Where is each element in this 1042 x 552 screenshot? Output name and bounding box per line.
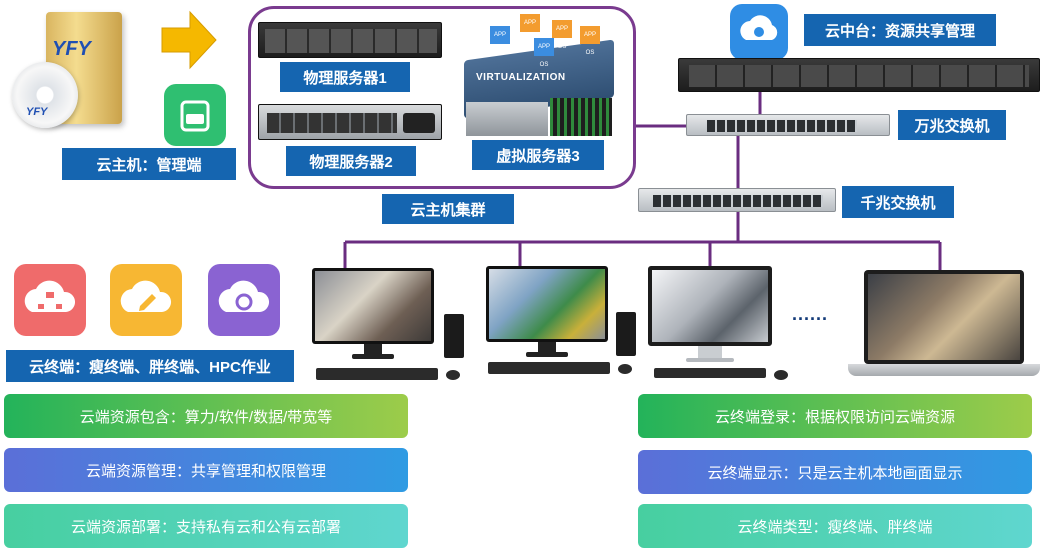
monitor-icon (312, 268, 472, 386)
vm-chip: APP OS (520, 14, 540, 44)
right-bar-login: 云终端登录：根据权限访问云端资源 (638, 394, 1032, 438)
physical-server-1-label: 物理服务器1 (280, 62, 410, 92)
right-bar-display: 云终端显示：只是云主机本地画面显示 (638, 450, 1032, 494)
cloud-middle-platform-label: 云中台：资源共享管理 (804, 14, 996, 46)
ten-gigabit-switch-label: 万兆交换机 (898, 110, 1006, 140)
virtual-server-image: VIRTUALIZATION APP OS APP OS APP OS APP … (460, 10, 620, 138)
gigabit-switch-label: 千兆交换机 (842, 186, 954, 218)
network-cloud-icon (14, 264, 86, 336)
software-box-icon: YFY YFY (12, 10, 124, 130)
cloud-platform-icon (730, 4, 788, 60)
disc-logo: YFY (26, 106, 48, 118)
cloud-terminals-label: 云终端：瘦终端、胖终端、HPC作业 (6, 350, 294, 382)
physical-server-1-image (258, 22, 442, 58)
laptop-icon (848, 270, 1040, 382)
cloud-host-cluster-box (248, 6, 636, 189)
left-bar-resources: 云端资源包含：算力/软件/数据/带宽等 (4, 394, 408, 438)
ten-gigabit-switch-image (686, 114, 890, 136)
vm-chip: APP OS (580, 26, 600, 56)
cloud-host-cluster-label: 云主机集群 (382, 194, 514, 224)
right-bar-type: 云终端类型：瘦终端、胖终端 (638, 504, 1032, 548)
gigabit-switch-image (638, 188, 836, 212)
virtual-server-3-label: 虚拟服务器3 (472, 140, 604, 170)
lock-app-icon (164, 84, 226, 146)
left-bar-management: 云端资源管理：共享管理和权限管理 (4, 448, 408, 492)
sync-cloud-icon (208, 264, 280, 336)
cloud-host-admin-label: 云主机：管理端 (62, 148, 236, 180)
vm-chip: APP OS (534, 38, 554, 68)
monitor-icon (648, 266, 798, 384)
platform-server-image (678, 58, 1040, 92)
left-bar-deployment: 云端资源部署：支持私有云和公有云部署 (4, 504, 408, 548)
product-logo: YFY (52, 38, 91, 60)
physical-server-2-image (258, 104, 442, 140)
vm-chip: APP OS (490, 26, 510, 56)
physical-server-2-label: 物理服务器2 (286, 146, 416, 176)
virtualization-text: VIRTUALIZATION (476, 72, 566, 83)
edit-cloud-icon (110, 264, 182, 336)
monitor-icon (486, 266, 646, 384)
ellipsis-text: ...... (792, 304, 829, 324)
vm-chip: APP OS (552, 20, 572, 50)
